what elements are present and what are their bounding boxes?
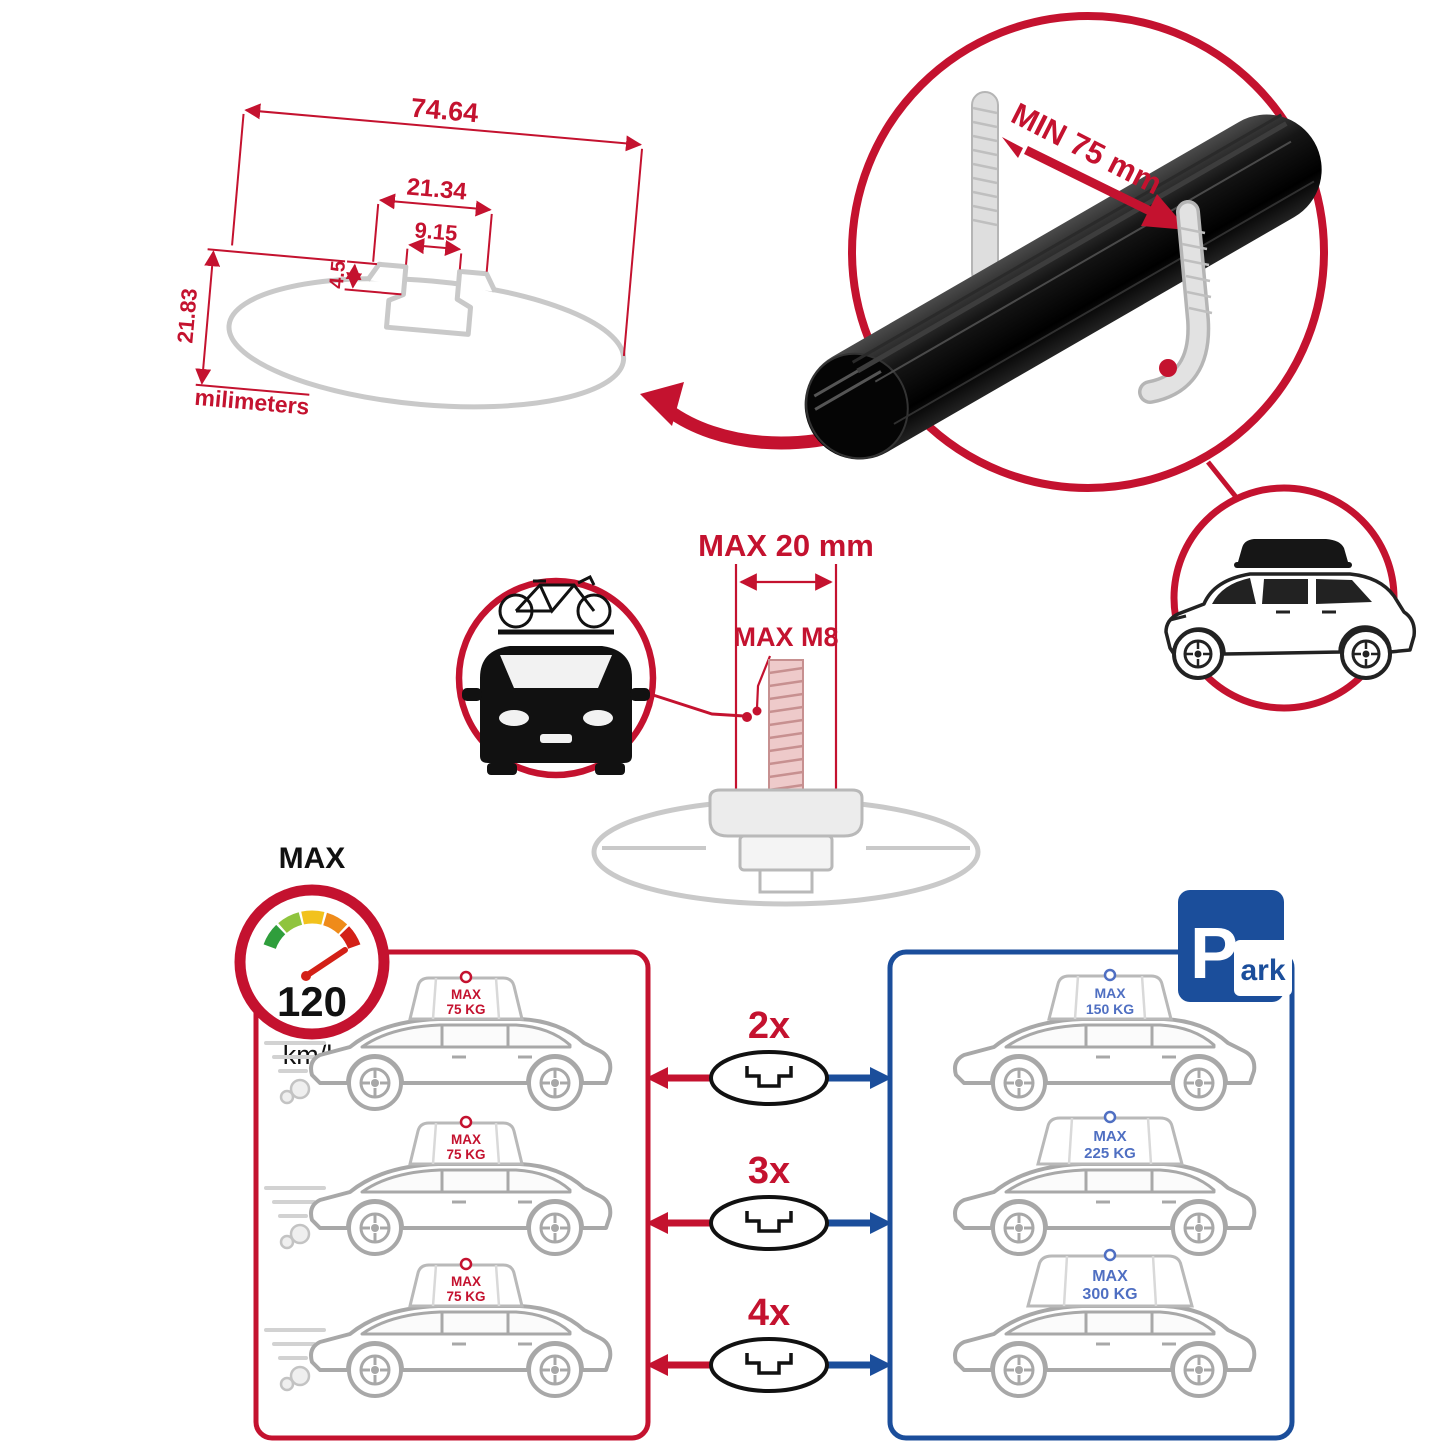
bolt-illustration bbox=[708, 659, 864, 894]
multiplier-label: 2x bbox=[748, 1005, 790, 1047]
multiplier-row-2: 3x bbox=[646, 1150, 892, 1251]
bag-weight-label: 75 KG bbox=[446, 1002, 485, 1017]
driving-car-row-3: MAX 75 KG bbox=[264, 1257, 610, 1396]
right-arrow-icon bbox=[870, 1354, 892, 1376]
bag-weight-label: 75 KG bbox=[446, 1289, 485, 1304]
dim-line-channel-width bbox=[378, 193, 492, 217]
dim-line-total-width bbox=[244, 103, 642, 152]
right-arrow-icon bbox=[870, 1067, 892, 1089]
leader-dot bbox=[752, 706, 762, 716]
roof-box-icon bbox=[1234, 539, 1352, 568]
bag-max-label: MAX bbox=[451, 1132, 481, 1147]
zoom-circle bbox=[848, 12, 1328, 492]
parking-sign: P ark bbox=[1178, 890, 1292, 1002]
max-thread-label: MAX M8 bbox=[733, 622, 838, 652]
min-span-arrow bbox=[1002, 137, 1188, 230]
max-length-label: MAX 20 mm bbox=[698, 528, 874, 563]
parking-sign-letter: P bbox=[1190, 914, 1238, 994]
dim-total-width-label: 74.64 bbox=[410, 93, 480, 129]
gauge-needle bbox=[303, 947, 348, 979]
dim-slot-width-label: 9.15 bbox=[414, 217, 459, 246]
ext-line bbox=[622, 148, 644, 357]
cargo-bag: MAX 75 KG bbox=[408, 1257, 524, 1308]
cargo-bag: MAX 75 KG bbox=[408, 970, 524, 1021]
dim-slot-depth-label: 4.5 bbox=[326, 260, 350, 290]
crossbar-render: MIN 75 mm bbox=[804, 12, 1328, 492]
cargo-bag: MAX 300 KG bbox=[1026, 1248, 1194, 1308]
ext-line bbox=[231, 113, 245, 246]
parked-capacity-box bbox=[887, 949, 1295, 1441]
ext-line bbox=[207, 248, 346, 263]
parked-car-row-3: MAX 300 KG bbox=[955, 1248, 1254, 1396]
bag-max-label: MAX bbox=[1094, 985, 1126, 1001]
bag-weight-label: 300 KG bbox=[1082, 1286, 1137, 1303]
dim-total-height-label: 21.83 bbox=[172, 287, 202, 344]
bar-profile-ellipse bbox=[226, 276, 627, 410]
car-front-icon bbox=[462, 646, 650, 775]
bag-max-label: MAX bbox=[1093, 1128, 1126, 1145]
leader-line bbox=[755, 655, 772, 709]
bag-max-label: MAX bbox=[1092, 1268, 1128, 1285]
speed-value: 120 bbox=[277, 978, 347, 1025]
ext-line bbox=[372, 203, 380, 262]
u-bolt-rear-rod-icon bbox=[971, 91, 999, 286]
units-label: milimeters bbox=[194, 384, 311, 420]
parked-car-row-2: MAX 225 KG bbox=[955, 1110, 1254, 1254]
suv-roofbox-badge bbox=[1164, 460, 1417, 712]
cargo-bag: MAX 150 KG bbox=[1047, 968, 1173, 1021]
multiplier-label: 3x bbox=[748, 1150, 790, 1192]
bag-weight-label: 75 KG bbox=[446, 1147, 485, 1162]
ext-line bbox=[346, 260, 378, 266]
speed-max-label: MAX bbox=[279, 842, 346, 875]
u-bolt-front-rod-icon bbox=[1138, 200, 1213, 404]
left-arrow-icon bbox=[646, 1354, 668, 1376]
ext-line bbox=[485, 213, 493, 272]
suv-illustration bbox=[1164, 572, 1417, 680]
bar-profile-icon bbox=[709, 1195, 829, 1251]
dim-line-slot-width bbox=[408, 238, 462, 256]
ext-line bbox=[344, 288, 402, 296]
driving-car-row-2: MAX 75 KG bbox=[264, 1115, 610, 1254]
bag-max-label: MAX bbox=[451, 987, 481, 1002]
dim-channel-width-label: 21.34 bbox=[406, 173, 469, 205]
driving-capacity-box bbox=[253, 949, 651, 1441]
bag-weight-label: 150 KG bbox=[1086, 1001, 1134, 1017]
bolt-diagram: MAX 20 mm MAX M8 bbox=[591, 528, 981, 907]
driving-car-row-1: MAX 75 KG bbox=[264, 970, 610, 1109]
cargo-bag: MAX 75 KG bbox=[408, 1115, 524, 1166]
bag-max-label: MAX bbox=[451, 1274, 481, 1289]
bike-car-badge bbox=[455, 574, 752, 779]
gauge-arc bbox=[263, 910, 361, 950]
dim-line-total-height bbox=[195, 250, 221, 385]
crossbar-3d bbox=[804, 113, 1322, 460]
right-arrow-icon bbox=[870, 1212, 892, 1234]
bag-weight-label: 225 KG bbox=[1084, 1145, 1136, 1162]
speedometer: MAX 120 km/h bbox=[234, 842, 390, 1070]
bike-icon bbox=[498, 574, 612, 629]
parked-car-row-1: MAX 150 KG bbox=[955, 968, 1254, 1109]
ext-line bbox=[195, 383, 310, 396]
multiplier-row-1: 2x bbox=[646, 1005, 892, 1106]
multiplier-label: 4x bbox=[748, 1292, 790, 1334]
multiplier-row-3: 4x bbox=[646, 1292, 892, 1393]
ext-line bbox=[405, 248, 409, 265]
bar-profile-icon bbox=[709, 1050, 829, 1106]
dim-line-slot-depth bbox=[345, 263, 363, 289]
parking-sign-suffix: ark bbox=[1240, 954, 1285, 987]
bar-profile-icon bbox=[709, 1337, 829, 1393]
profile-dimension-drawing: 74.64 21.34 9.15 4.5 21.83 milimeters bbox=[172, 93, 644, 420]
left-arrow-icon bbox=[646, 1212, 668, 1234]
left-arrow-icon bbox=[646, 1067, 668, 1089]
bar-profile-channel bbox=[365, 261, 498, 337]
ext-line bbox=[458, 253, 463, 270]
cargo-bag: MAX 225 KG bbox=[1036, 1110, 1184, 1166]
